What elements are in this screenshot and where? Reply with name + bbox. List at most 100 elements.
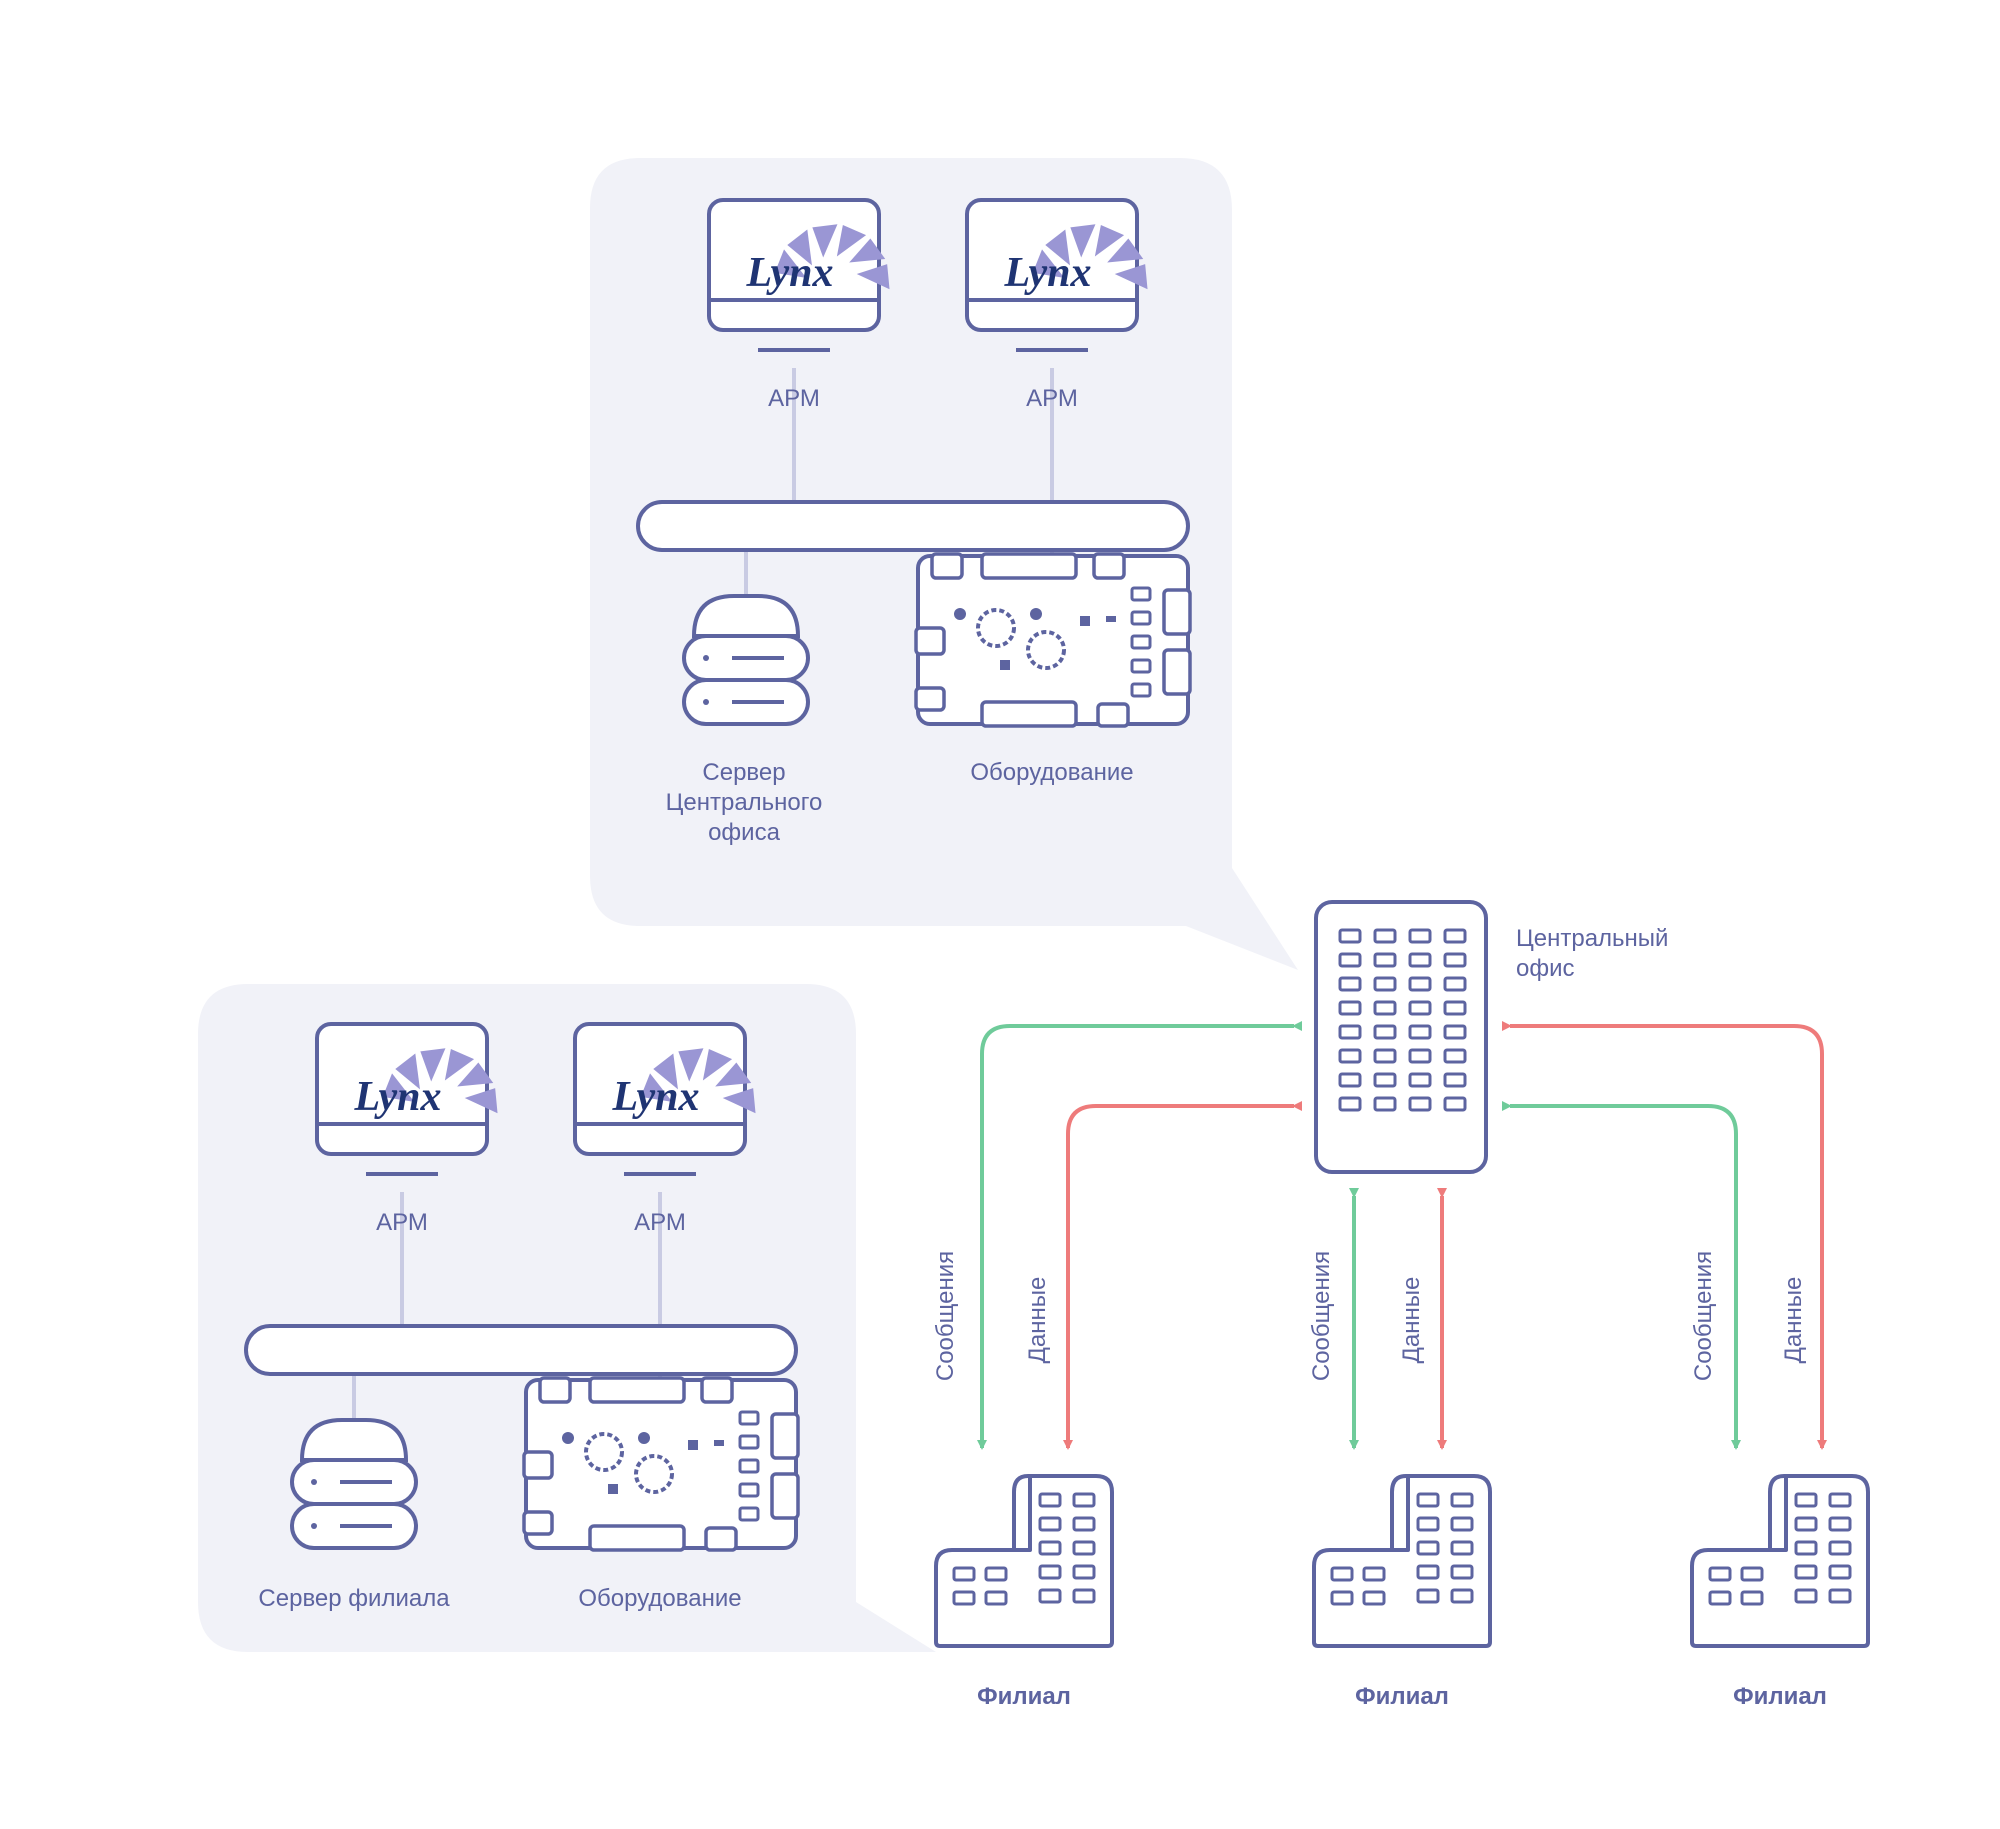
central-office-window [1338, 952, 1362, 968]
central-office-window [1338, 1024, 1362, 1040]
central-arm-right-label: АРМ [1026, 385, 1078, 412]
central-network-bus [636, 500, 1190, 552]
branch-window [1794, 1516, 1818, 1532]
messages-arrow-branch-1 [977, 1021, 1302, 1450]
central-office-window [1443, 1096, 1467, 1112]
central-office-window [1338, 1000, 1362, 1016]
branch-window [1828, 1564, 1852, 1580]
branch-window [1072, 1564, 1096, 1580]
branch-window [1740, 1566, 1764, 1582]
branch-window [1072, 1492, 1096, 1508]
data-arrow-branch-1 [1063, 1101, 1302, 1450]
central-equipment-icon [914, 552, 1192, 728]
central-office-window [1408, 1048, 1432, 1064]
branch-server-icon [290, 1418, 418, 1550]
central-office-window [1443, 928, 1467, 944]
branch-window [1708, 1590, 1732, 1606]
branch-window [1794, 1540, 1818, 1556]
branch-window [952, 1590, 976, 1606]
branch-window [1740, 1590, 1764, 1606]
central-office-window [1373, 1072, 1397, 1088]
branch-window [1794, 1588, 1818, 1604]
branch-window [1416, 1492, 1440, 1508]
branch-window [984, 1590, 1008, 1606]
branch-panel [198, 984, 936, 1652]
branch-window [1362, 1566, 1386, 1582]
branch-window [1828, 1492, 1852, 1508]
central-office-window [1373, 1048, 1397, 1064]
branch-window [1072, 1540, 1096, 1556]
branch-arm-right-label: АРМ [634, 1209, 686, 1236]
central-logo-text: Lynx [745, 250, 833, 296]
central-office-window [1338, 976, 1362, 992]
branch-window [1038, 1564, 1062, 1580]
central-logo-text: Lynx [1003, 250, 1091, 296]
central-office-window [1338, 1048, 1362, 1064]
data-arrow-branch-3 [1502, 1021, 1827, 1450]
branch-window [1828, 1588, 1852, 1604]
central-office-window [1408, 1072, 1432, 1088]
branch-logo-left-icon: Lynx [353, 1048, 498, 1120]
branch-window [1450, 1516, 1474, 1532]
branch-3-messages-label: Сообщения [1690, 1250, 1717, 1382]
branch-1-label: Филиал [977, 1683, 1071, 1710]
central-office-window [1338, 928, 1362, 944]
central-server-icon [682, 594, 810, 726]
branch-window [1072, 1588, 1096, 1604]
branch-window [1038, 1516, 1062, 1532]
central-logo-left-icon: Lynx [745, 224, 890, 296]
branch-window [1416, 1564, 1440, 1580]
branch-window [1072, 1516, 1096, 1532]
branch-arm-left-label: АРМ [376, 1209, 428, 1236]
branch-window [1416, 1540, 1440, 1556]
branch-window [952, 1566, 976, 1582]
branch-window [1794, 1564, 1818, 1580]
branch-window [1038, 1540, 1062, 1556]
central-office-window [1443, 976, 1467, 992]
branch-window [1416, 1516, 1440, 1532]
branch-window [1362, 1590, 1386, 1606]
central-office-window [1338, 1096, 1362, 1112]
branch-window [1450, 1540, 1474, 1556]
branch-window [1708, 1566, 1732, 1582]
central-office-window [1408, 1024, 1432, 1040]
central-office-window [1373, 952, 1397, 968]
branch-window [1450, 1588, 1474, 1604]
branch-logo-right-icon: Lynx [611, 1048, 756, 1120]
branch-window [1794, 1492, 1818, 1508]
branch-window [1828, 1540, 1852, 1556]
branch-equipment-label: Оборудование [578, 1585, 742, 1612]
central-office-window [1373, 1000, 1397, 1016]
central-equipment-label: Оборудование [970, 759, 1134, 786]
branch-equipment-icon [522, 1376, 800, 1552]
central-office-window [1373, 976, 1397, 992]
central-office-window [1443, 1000, 1467, 1016]
branch-2-messages-label: Сообщения [1308, 1250, 1335, 1382]
central-office-window [1338, 1072, 1362, 1088]
central-office-window [1443, 952, 1467, 968]
central-office-window [1443, 1024, 1467, 1040]
branch-2-label: Филиал [1355, 1683, 1449, 1710]
central-office-window [1443, 1072, 1467, 1088]
branch-window [1450, 1564, 1474, 1580]
branch-1-messages-label: Сообщения [932, 1250, 959, 1382]
branch-window [1038, 1588, 1062, 1604]
branch-3-data-label: Данные [1780, 1276, 1807, 1364]
branch-window [1330, 1590, 1354, 1606]
central-office-window [1408, 1000, 1432, 1016]
central-office-window [1408, 1096, 1432, 1112]
branch-2-data-label: Данные [1398, 1276, 1425, 1364]
central-office-window [1373, 1096, 1397, 1112]
messages-arrow-branch-3 [1502, 1101, 1741, 1450]
central-office-window [1373, 1024, 1397, 1040]
central-office-window [1408, 976, 1432, 992]
branch-window [1828, 1516, 1852, 1532]
branch-network-bus [244, 1324, 798, 1376]
central-office-window [1443, 1048, 1467, 1064]
branch-window [1416, 1588, 1440, 1604]
branch-3-label: Филиал [1733, 1683, 1827, 1710]
branch-logo-text: Lynx [611, 1074, 699, 1120]
central-office-window [1408, 928, 1432, 944]
